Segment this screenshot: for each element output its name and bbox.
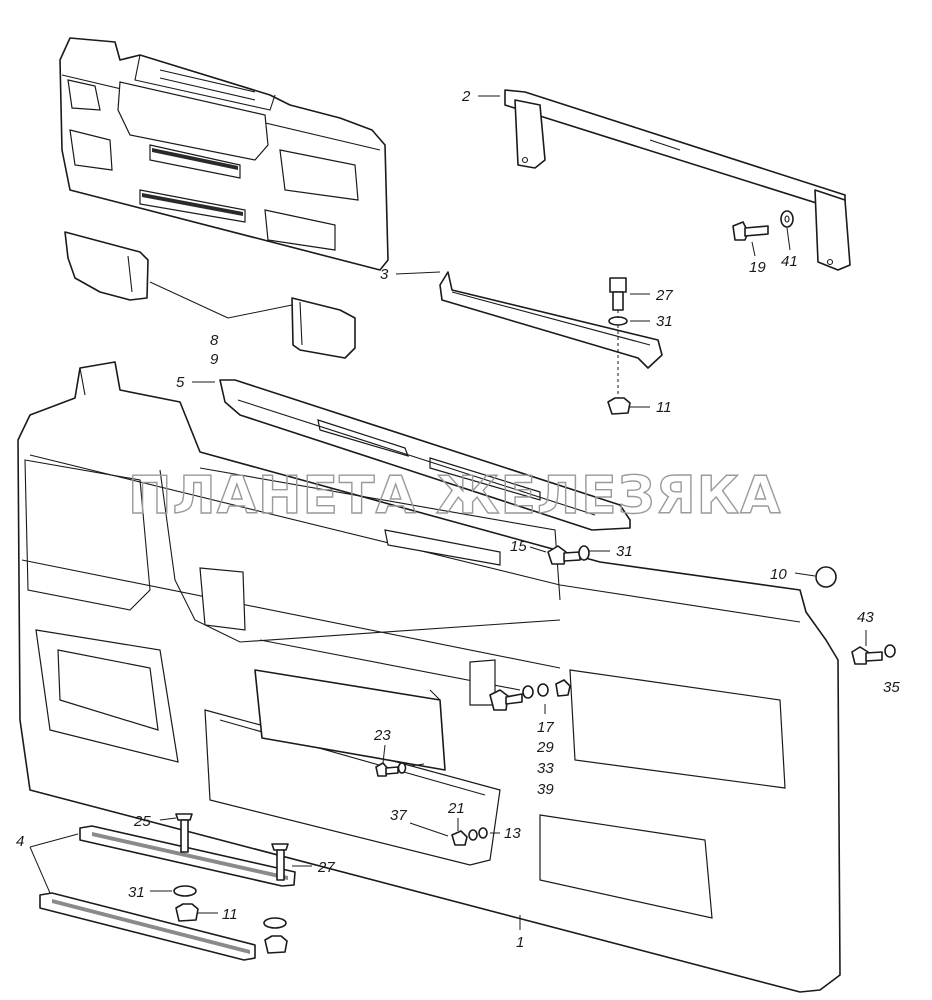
bolt-27-lower (271, 843, 289, 881)
callout-4: 4 (16, 833, 24, 850)
bracket-2 (504, 89, 851, 271)
bumper-end-caps (64, 231, 356, 359)
nut-35 (884, 644, 896, 658)
cap-10 (815, 566, 837, 588)
callout-2: 2 (461, 88, 471, 105)
callout-9: 9 (210, 351, 219, 368)
washer-31-upper (608, 316, 628, 326)
callout-5: 5 (176, 374, 185, 391)
washer-31-lower (173, 885, 287, 929)
bolt-19 (732, 221, 769, 241)
callout-37: 37 (390, 807, 407, 824)
callout-33: 33 (537, 760, 554, 777)
callout-41: 41 (781, 253, 798, 270)
callout-21: 21 (447, 800, 465, 817)
bolt-17 (489, 689, 523, 711)
callout-15: 15 (510, 538, 527, 555)
bolt-15 (547, 545, 581, 565)
washers-29-33 (522, 679, 571, 699)
callout-10: 10 (770, 566, 787, 583)
callout-3: 3 (380, 266, 389, 283)
callout-19: 19 (749, 259, 766, 276)
callout-23: 23 (373, 727, 391, 744)
bolt-27-upper (609, 277, 627, 311)
bumper-main (17, 361, 841, 993)
callout-labels: 2 3 5 8 9 27 31 11 19 41 15 31 10 43 35 … (16, 88, 900, 951)
bumper-overview (59, 37, 389, 271)
callout-27-lower: 27 (317, 859, 335, 876)
callout-25: 25 (133, 813, 151, 830)
callout-11-upper: 11 (656, 399, 672, 416)
watermark-text: ПЛАНЕТА ЖЕЛЕЗЯКА (128, 466, 781, 526)
nut-11-lower (175, 903, 288, 954)
strap-3 (439, 271, 663, 369)
callout-31-mid: 31 (616, 543, 633, 560)
callout-8: 8 (210, 332, 219, 349)
leader-lines (29, 95, 867, 930)
bolt-23 (375, 762, 407, 777)
washer-41 (780, 210, 794, 228)
callout-39: 39 (537, 781, 554, 798)
callout-13: 13 (504, 825, 521, 842)
callout-35: 35 (883, 679, 900, 696)
callout-11-lower: 11 (222, 906, 238, 923)
callout-17: 17 (537, 719, 554, 736)
callout-27-upper: 27 (655, 287, 673, 304)
callout-1: 1 (516, 934, 524, 951)
washer-31-mid (578, 545, 590, 561)
step-plates-4 (39, 825, 296, 961)
trim-strip-5 (219, 379, 631, 531)
callout-29: 29 (536, 739, 554, 756)
callout-31-lower: 31 (128, 884, 145, 901)
bolt-43 (851, 646, 883, 665)
bolt-25 (175, 813, 193, 853)
callout-31-upper: 31 (656, 313, 673, 330)
nut-11-upper (607, 397, 631, 415)
bolt-21-nut-13 (451, 827, 488, 846)
callout-43: 43 (857, 609, 874, 626)
